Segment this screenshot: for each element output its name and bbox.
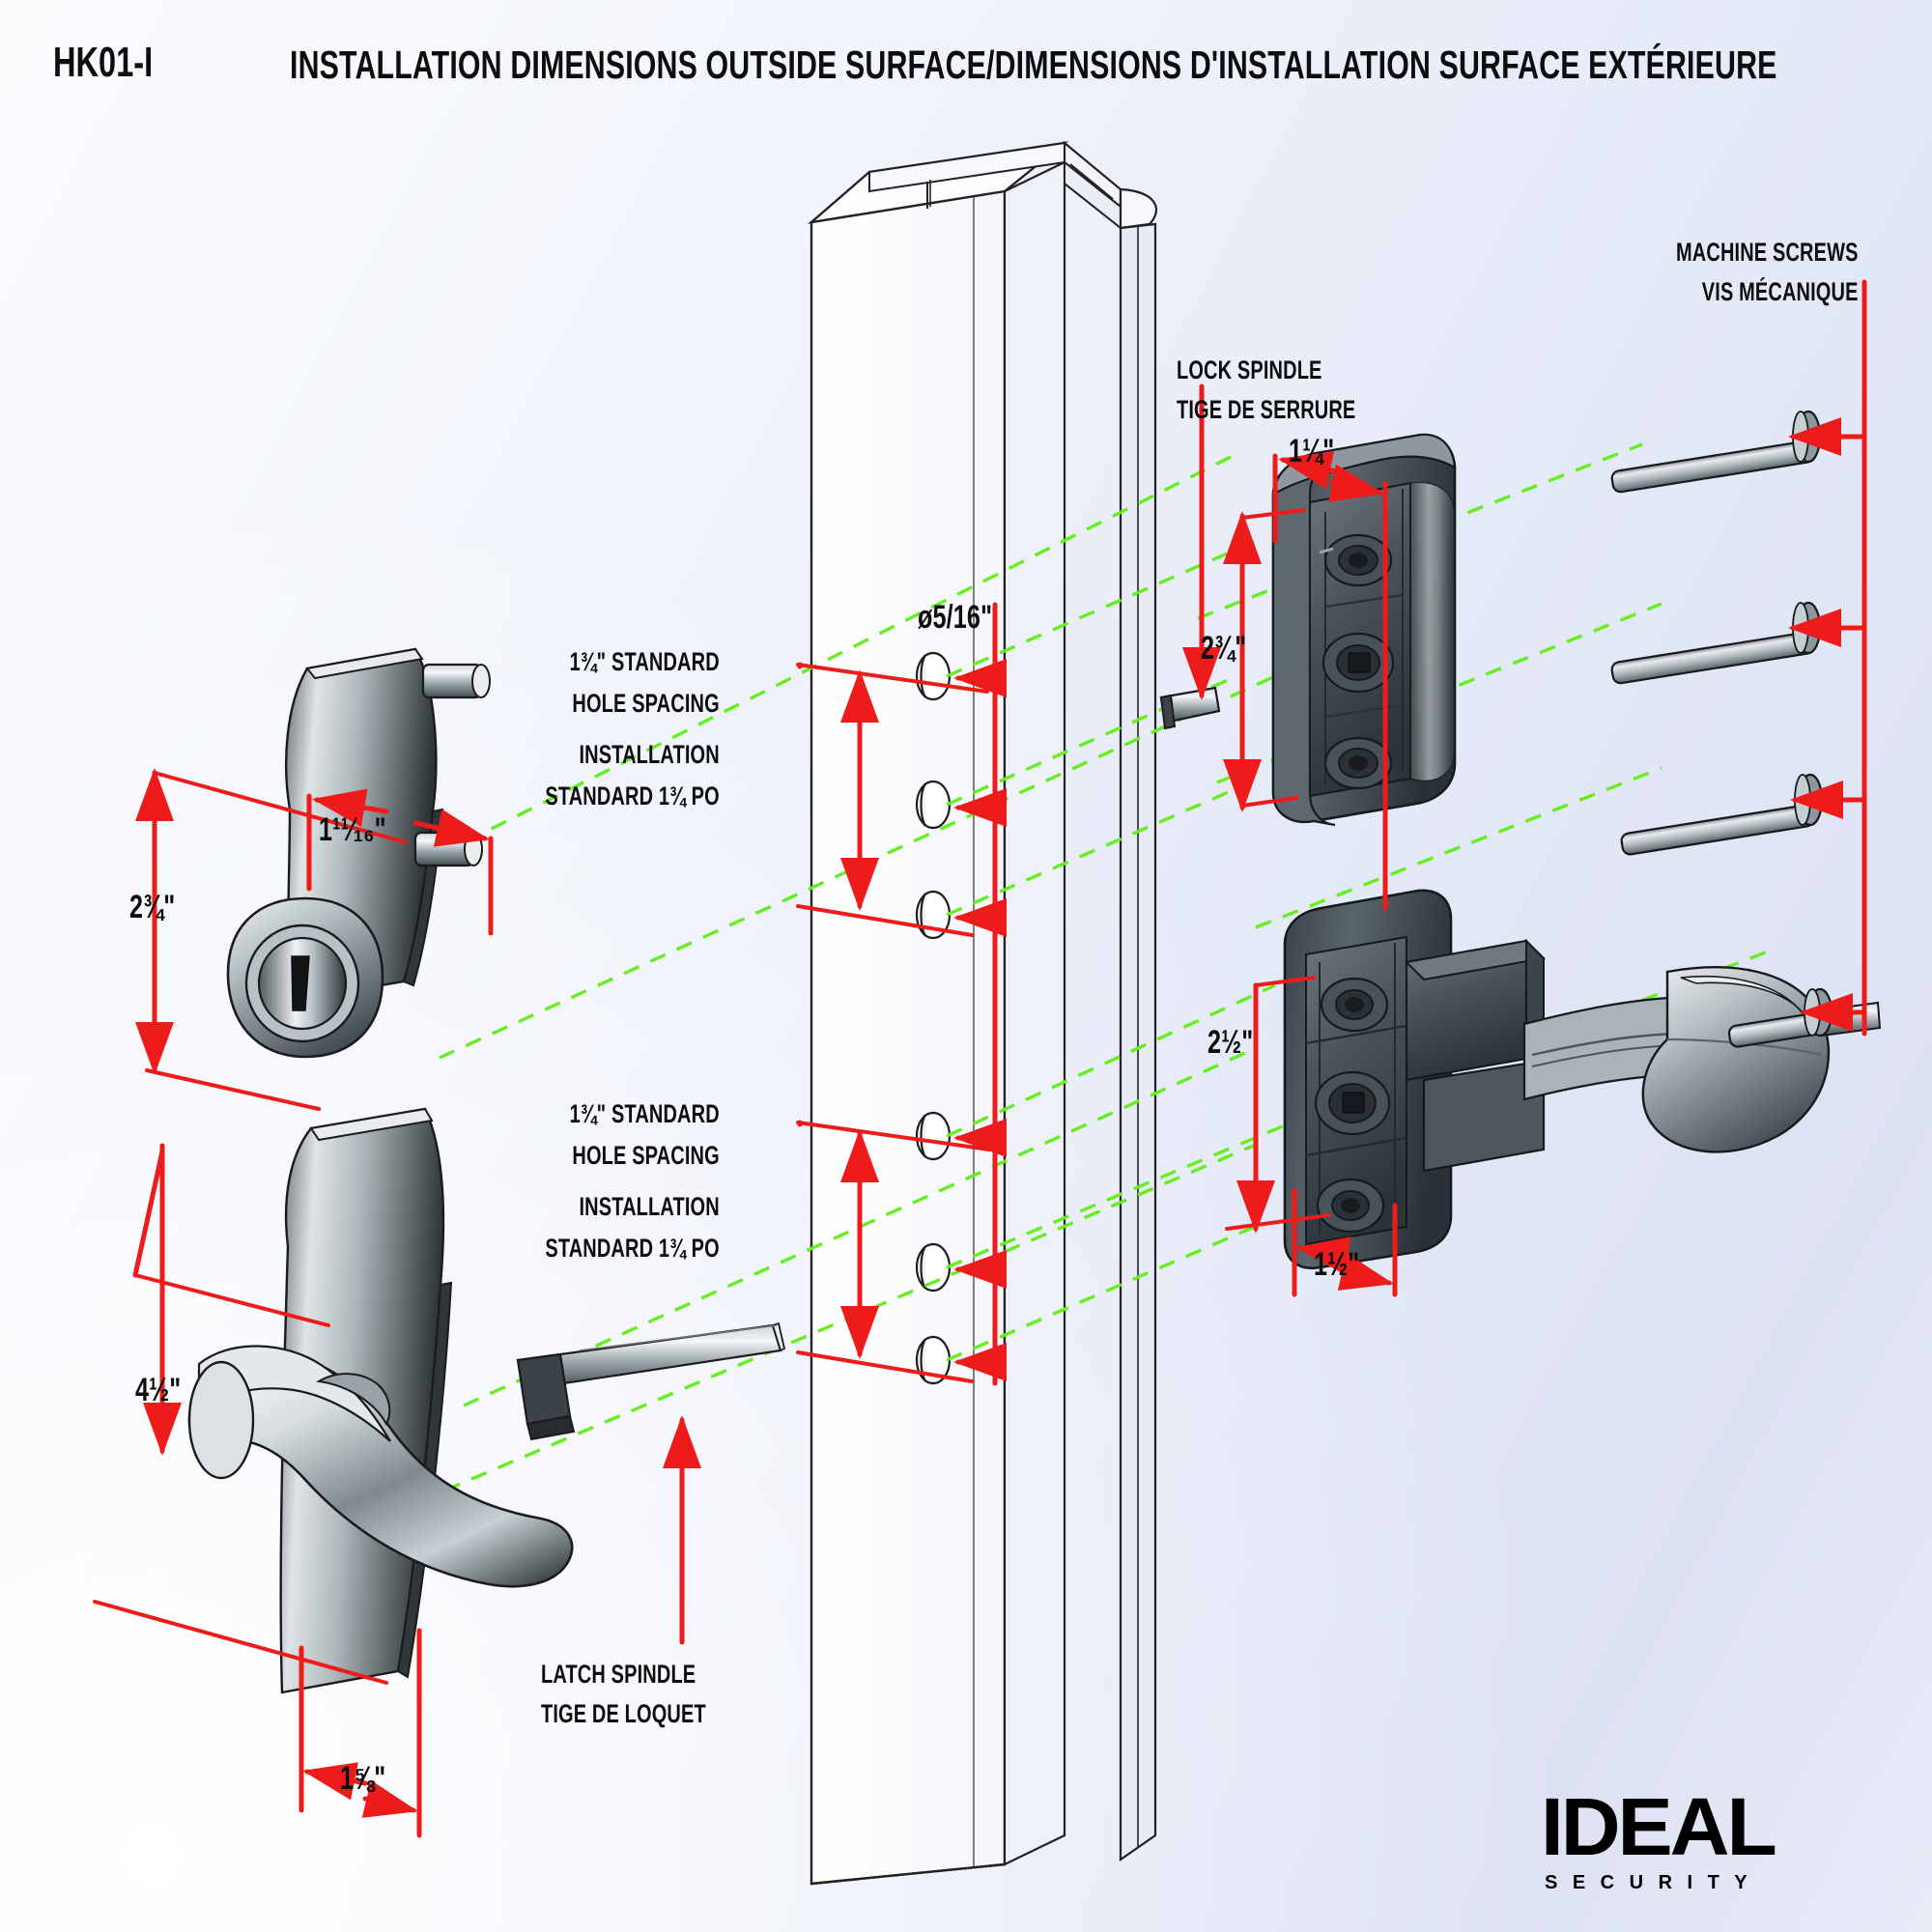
dimension-lines (93, 279, 1867, 1838)
note-line: 1¾" STANDARD (569, 1099, 720, 1128)
callout-latch-spindle: LATCH SPINDLE TIGE DE LOQUET (541, 1662, 706, 1727)
callout-line: LATCH SPINDLE (541, 1660, 696, 1689)
dim-value: 1¹¹⁄₁₆" (319, 811, 386, 848)
note-line: STANDARD 1¾ PO (545, 781, 720, 810)
note-upper-hole-spacing: 1¾" STANDARD HOLE SPACING INSTALLATION S… (348, 649, 720, 810)
callout-lock-spindle: LOCK SPINDLE TIGE DE SERRURE (1177, 357, 1355, 423)
outside-lever-plate (187, 1107, 574, 1694)
note-line: HOLE SPACING (572, 1141, 720, 1170)
note-line: 1¾" STANDARD (569, 647, 720, 676)
dim-lock-body-width: 1¼" (1289, 433, 1334, 470)
model-code: HK01-I (53, 39, 154, 86)
inside-latch-housing (1283, 889, 1882, 1270)
dim-value: ø5/16" (918, 599, 993, 636)
note-lower-hole-spacing: 1¾" STANDARD HOLE SPACING INSTALLATION S… (348, 1101, 720, 1262)
door-stile (808, 140, 1157, 1886)
machine-screws (1610, 410, 1833, 1048)
dim-lock-rose-width: 1¹¹⁄₁₆" (319, 811, 386, 849)
dim-value: 1⅝" (340, 1760, 386, 1797)
callout-line: MACHINE SCREWS (1676, 238, 1859, 267)
note-line: INSTALLATION (579, 1192, 720, 1221)
dim-lever-plate-width: 1⅝" (340, 1760, 385, 1798)
dim-hole-diameter: ø5/16" (918, 599, 992, 637)
note-line: INSTALLATION (579, 740, 720, 769)
machine-screw (1620, 773, 1824, 856)
note-line: HOLE SPACING (572, 689, 720, 718)
dim-value: 2½" (1208, 1024, 1254, 1061)
dim-value: 4½" (135, 1372, 182, 1408)
callout-line: LOCK SPINDLE (1177, 355, 1322, 384)
brand-name: IDEAL (1541, 1781, 1777, 1872)
dim-lock-rose-height: 2¾" (129, 889, 175, 926)
callout-machine-screws: MACHINE SCREWS VIS MÉCANIQUE (1676, 240, 1859, 305)
dim-value: 1½" (1314, 1246, 1360, 1283)
note-line: STANDARD 1¾ PO (545, 1234, 720, 1263)
lock-spindle (1159, 686, 1221, 730)
dim-value: 2¾" (129, 889, 176, 925)
inside-lock-housing (1271, 433, 1457, 827)
brand-tagline: SECURITY (1545, 1871, 1763, 1893)
machine-screw (1610, 410, 1822, 494)
page-title: INSTALLATION DIMENSIONS OUTSIDE SURFACE/… (290, 43, 1777, 87)
dim-latch-body-height: 2½" (1208, 1024, 1253, 1062)
stile-holes (915, 651, 952, 1385)
latch-spindle (516, 1321, 786, 1441)
callout-line: VIS MÉCANIQUE (1701, 277, 1859, 306)
callout-line: TIGE DE SERRURE (1177, 395, 1356, 424)
callout-line: TIGE DE LOQUET (541, 1699, 706, 1728)
dim-value: 1¼" (1289, 433, 1335, 469)
outside-key-cylinder-rose (226, 647, 491, 1059)
dim-latch-body-width: 1½" (1314, 1246, 1359, 1284)
dim-lever-plate-height: 4½" (135, 1372, 181, 1409)
machine-screw (1610, 601, 1822, 685)
dim-value: 2¾" (1201, 630, 1247, 667)
dim-lock-body-height: 2¾" (1201, 630, 1246, 668)
brand-logo: IDEAL SECURITY (1541, 1786, 1777, 1894)
